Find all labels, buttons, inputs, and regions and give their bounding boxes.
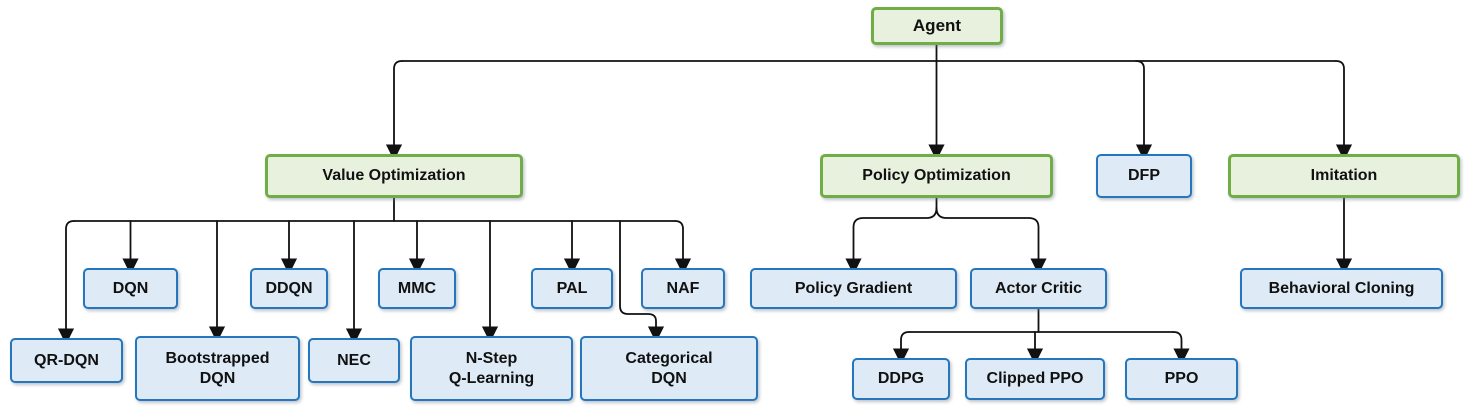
node-naf: NAF [641, 268, 725, 309]
node-actor-critic: Actor Critic [970, 268, 1107, 309]
node-categorical-dqn: Categorical DQN [580, 336, 758, 401]
node-ddqn: DDQN [250, 268, 328, 309]
node-pal: PAL [531, 268, 613, 309]
node-behavioral-cloning: Behavioral Cloning [1240, 268, 1443, 309]
node-qr-dqn: QR-DQN [10, 338, 123, 383]
node-dfp: DFP [1096, 154, 1192, 198]
node-nec: NEC [308, 338, 400, 383]
node-ddpg: DDPG [852, 358, 950, 400]
node-mmc: MMC [378, 268, 456, 309]
node-dqn: DQN [83, 268, 178, 309]
connector-actor-critic-children [892, 307, 1190, 365]
connector-agent-children [385, 44, 1353, 161]
node-clipped-ppo: Clipped PPO [965, 358, 1105, 400]
node-imitation: Imitation [1228, 154, 1460, 198]
node-ppo: PPO [1125, 358, 1238, 400]
node-n-step-q-learning: N-Step Q-Learning [410, 336, 573, 401]
node-agent: Agent [871, 7, 1003, 45]
node-policy-gradient: Policy Gradient [750, 268, 957, 309]
connector-value-optimization-children [57, 197, 692, 345]
node-value-optimization: Value Optimization [265, 154, 523, 198]
node-policy-optimization: Policy Optimization [820, 154, 1053, 198]
node-bootstrapped-dqn: Bootstrapped DQN [135, 336, 300, 401]
connector-policy-optimization-children [845, 197, 1047, 275]
